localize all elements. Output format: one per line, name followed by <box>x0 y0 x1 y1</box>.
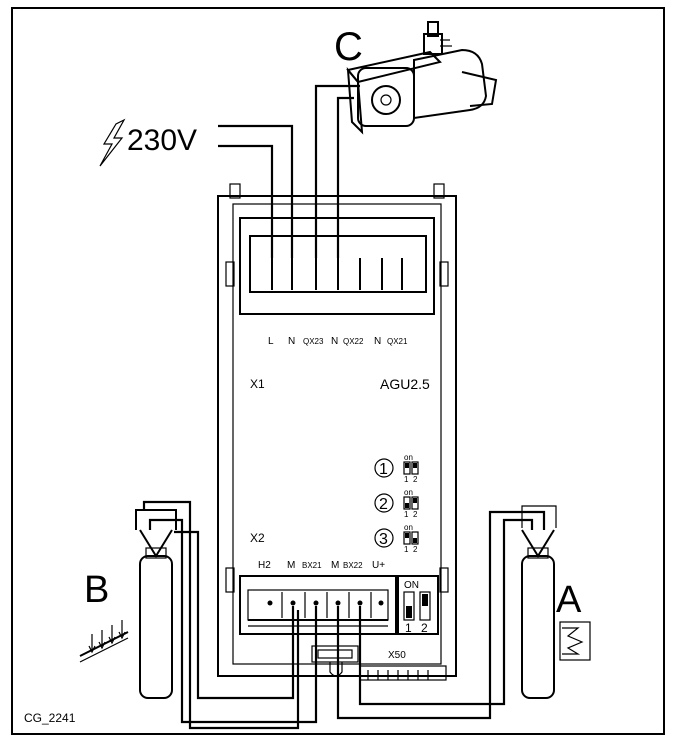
svg-text:2: 2 <box>421 621 428 635</box>
terminal-label: M <box>331 560 339 571</box>
svg-text:2: 2 <box>413 545 418 554</box>
svg-text:on: on <box>404 523 413 532</box>
terminal-label: U+ <box>372 560 385 571</box>
sensor-a-wire-1 <box>336 510 546 720</box>
svg-text:on: on <box>404 453 413 462</box>
svg-text:3: 3 <box>379 531 388 548</box>
dip-lever <box>411 461 419 475</box>
svg-text:1: 1 <box>379 461 388 478</box>
svg-text:on: on <box>404 488 413 497</box>
number-circle-icon <box>374 493 394 513</box>
svg-text:1: 1 <box>404 545 409 554</box>
dip-switch-2: 2 on 1 2 <box>374 488 419 519</box>
top-terminal-labels: L N QX23 N QX22 N QX21 <box>268 336 408 347</box>
svg-text:1: 1 <box>404 510 409 519</box>
terminal-label: QX21 <box>387 337 408 346</box>
terminal-label: BX21 <box>302 561 322 570</box>
x2-label: X2 <box>250 531 265 545</box>
dip-lever <box>411 496 419 510</box>
terminal-label: N <box>288 336 295 347</box>
dip-lever <box>403 461 411 475</box>
x50-label: X50 <box>388 650 406 661</box>
bottom-terminal-block <box>239 575 397 635</box>
caption-label: CG_2241 <box>24 711 76 725</box>
svg-text:2: 2 <box>413 475 418 484</box>
diagram-frame <box>11 7 665 735</box>
terminal-label: QX22 <box>343 337 364 346</box>
dip-lever <box>411 531 419 545</box>
svg-text:ON: ON <box>404 580 419 591</box>
dip-lever <box>403 531 411 545</box>
terminal-label: M <box>287 560 295 571</box>
terminal-label: L <box>268 336 274 347</box>
voltage-label: 230V <box>127 124 197 157</box>
pump-illustration <box>346 21 498 135</box>
sensor-b-wire-2 <box>148 518 318 724</box>
label-a: A <box>556 579 582 621</box>
terminal-label: N <box>331 336 338 347</box>
sensor-a-wire-2 <box>358 518 534 706</box>
pump-wires <box>314 84 360 258</box>
number-circle-icon <box>374 458 394 478</box>
svg-text:1: 1 <box>405 621 412 635</box>
terminal-label: QX23 <box>303 337 324 346</box>
label-c: C <box>334 25 363 69</box>
label-b: B <box>84 569 109 611</box>
bottom-terminal-labels: H2 M BX21 M BX22 U+ <box>258 560 385 571</box>
terminal-label: BX22 <box>343 561 363 570</box>
heat-exchanger-icon <box>559 621 591 661</box>
sensor-a-cap <box>521 505 557 528</box>
terminal-label: N <box>374 336 381 347</box>
sensor-b <box>135 500 300 730</box>
power-wires <box>218 124 294 258</box>
main-dip-switch: ON 1 2 <box>397 575 439 635</box>
number-circle-icon <box>374 528 394 548</box>
bottom-connector <box>311 645 447 681</box>
solar-collector-icon <box>79 620 129 663</box>
lightning-icon <box>99 118 126 167</box>
dip-switch-1: 1 on 1 2 <box>374 453 419 484</box>
svg-text:2: 2 <box>379 496 388 513</box>
dip-lever <box>403 496 411 510</box>
terminal-label: H2 <box>258 560 271 571</box>
x1-label: X1 <box>250 377 265 391</box>
dip-switch-3: 3 on 1 2 <box>374 523 419 554</box>
sensor-a <box>521 529 555 699</box>
svg-text:2: 2 <box>413 510 418 519</box>
svg-text:1: 1 <box>404 475 409 484</box>
dip-lever <box>403 591 415 621</box>
model-label: AGU2.5 <box>380 376 430 392</box>
dip-lever <box>419 591 431 621</box>
sensor-b-wire-1 <box>174 530 295 700</box>
